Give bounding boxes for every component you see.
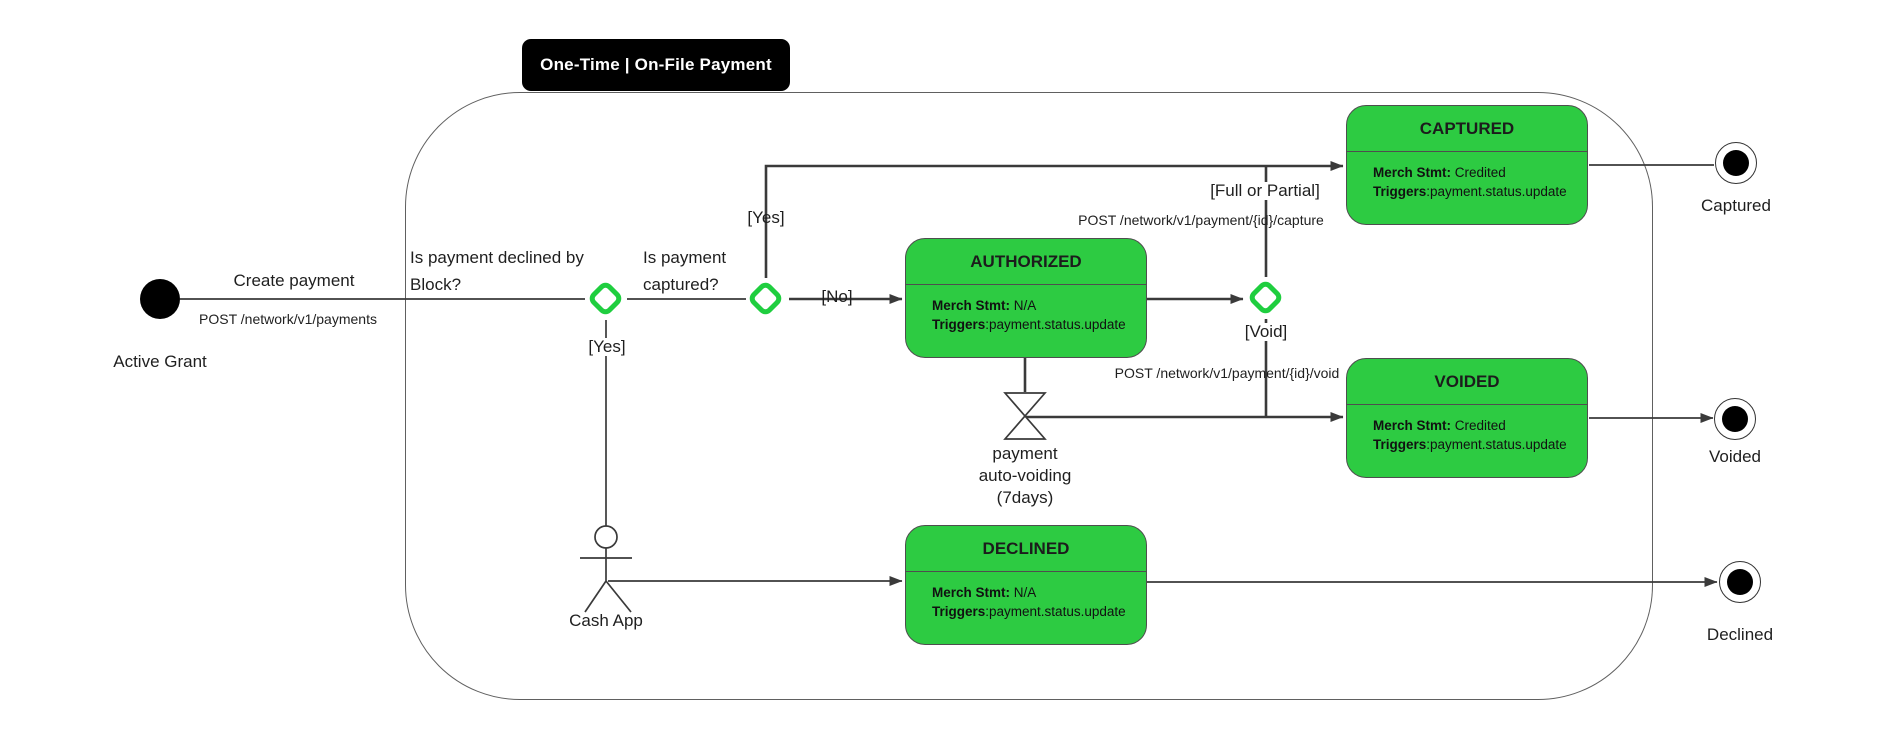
question-declined-by-block: Is payment declined by Block? [410,248,584,294]
merch-stmt-label: Merch Stmt: [1373,165,1452,180]
state-voided-body: Merch Stmt: Credited Triggers:payment.st… [1347,405,1587,454]
triggers-label: Triggers [1373,437,1427,452]
triggers-value: :payment.status.update [985,317,1126,332]
state-voided-title: VOIDED [1347,359,1587,405]
state-authorized-title: AUTHORIZED [906,239,1146,285]
state-declined-body: Merch Stmt: N/A Triggers:payment.status.… [906,572,1146,621]
start-node[interactable] [140,279,180,319]
state-captured-title: CAPTURED [1347,106,1587,152]
merch-stmt-value: N/A [1010,585,1037,600]
end-label-declined: Declined [1706,625,1774,644]
end-node-declined[interactable] [1719,561,1761,603]
end-node-dot [1727,569,1753,595]
flow-title-label: One-Time | On-File Payment [540,55,772,74]
edge-label-capture-api: POST /network/v1/payment/{id}/capture [1078,212,1324,228]
end-node-voided[interactable] [1714,398,1756,440]
edge-label-create-payment-api: POST /network/v1/payments [199,311,377,327]
state-declined[interactable]: DECLINED Merch Stmt: N/A Triggers:paymen… [905,525,1147,645]
state-captured-body: Merch Stmt: Credited Triggers:payment.st… [1347,152,1587,201]
state-authorized-body: Merch Stmt: N/A Triggers:payment.status.… [906,285,1146,334]
edge-label-void-api: POST /network/v1/payment/{id}/void [1114,365,1340,381]
triggers-value: :payment.status.update [1426,184,1567,199]
triggers-label: Triggers [932,317,986,332]
triggers-value: :payment.status.update [1426,437,1567,452]
merch-stmt-value: Credited [1451,418,1506,433]
timer-hourglass-icon[interactable] [1003,392,1047,440]
state-declined-title: DECLINED [906,526,1146,572]
end-node-captured[interactable] [1715,142,1757,184]
merch-stmt-label: Merch Stmt: [1373,418,1452,433]
timer-label-line2: auto-voiding [978,466,1072,485]
guard-label-yes-declined: [Yes] [585,338,629,356]
merch-stmt-label: Merch Stmt: [932,298,1011,313]
end-node-dot [1723,150,1749,176]
merch-stmt-label: Merch Stmt: [932,585,1011,600]
start-node-label: Active Grant [113,352,207,371]
triggers-value: :payment.status.update [985,604,1126,619]
edge-label-create-payment: Create payment [233,271,355,290]
guard-label-yes-captured: [Yes] [747,208,785,227]
state-captured[interactable]: CAPTURED Merch Stmt: Credited Triggers:p… [1346,105,1588,225]
timer-label-line3: (7days) [996,488,1054,507]
end-label-captured: Captured [1701,196,1771,215]
flow-boundary-frame [405,92,1653,700]
timer-label-line1: payment [992,444,1058,463]
merch-stmt-value: N/A [1010,298,1037,313]
flow-title-badge: One-Time | On-File Payment [522,39,790,91]
end-label-voided: Voided [1709,447,1761,466]
timer-label: payment auto-voiding (7days) [979,443,1072,509]
question-payment-captured: Is payment captured? [643,248,727,294]
state-voided[interactable]: VOIDED Merch Stmt: Credited Triggers:pay… [1346,358,1588,478]
actor-figure-icon[interactable] [580,525,632,613]
actor-label: Cash App [569,611,643,630]
guard-label-no: [No] [821,287,853,306]
guard-label-full-or-partial: [Full or Partial] [1207,182,1323,200]
triggers-label: Triggers [932,604,986,619]
state-authorized[interactable]: AUTHORIZED Merch Stmt: N/A Triggers:paym… [905,238,1147,358]
triggers-label: Triggers [1373,184,1427,199]
edge-yes-to-captured [764,161,1344,278]
end-node-dot [1722,406,1748,432]
guard-label-void: [Void] [1241,323,1291,341]
merch-stmt-value: Credited [1451,165,1506,180]
